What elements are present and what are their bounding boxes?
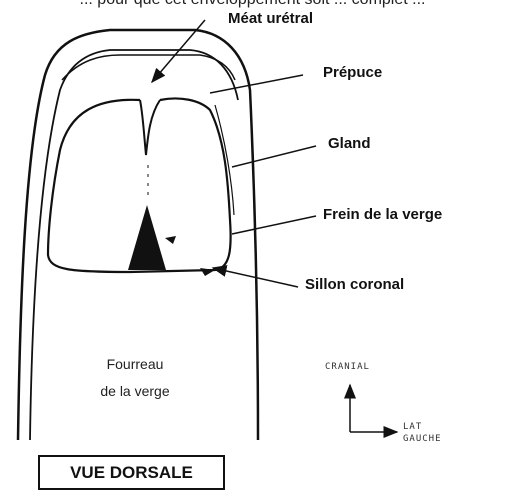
orientation-left-line2: GAUCHE xyxy=(403,434,442,444)
view-title-box: VUE DORSALE xyxy=(38,455,225,490)
leader-prepuce xyxy=(210,75,303,93)
leader-frenulum xyxy=(232,216,316,234)
label-shaft-line2: de la verge xyxy=(75,383,195,399)
orientation-left-line1: LAT xyxy=(403,422,422,432)
prepuce-rim xyxy=(62,55,235,80)
view-title: VUE DORSALE xyxy=(70,463,193,483)
label-prepuce: Prépuce xyxy=(323,64,382,81)
leader-glans xyxy=(232,146,316,167)
orientation-cranial: CRANIAL xyxy=(325,362,370,372)
shaft-outline xyxy=(18,30,258,440)
label-glans: Gland xyxy=(328,135,371,152)
meatus-slit xyxy=(140,100,160,155)
frenulum-triangle xyxy=(128,205,166,270)
label-frenulum: Frein de la verge xyxy=(323,206,442,223)
frenulum-mark xyxy=(165,236,176,244)
label-corona: Sillon coronal xyxy=(305,276,404,293)
label-shaft-line1: Fourreau xyxy=(75,356,195,372)
label-meatus: Méat urétral xyxy=(228,10,313,27)
